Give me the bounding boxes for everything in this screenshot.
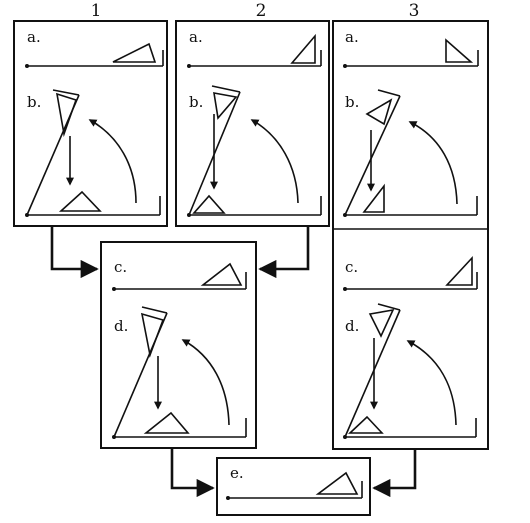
triangle-block: [368, 308, 395, 338]
triangle-block: [55, 92, 78, 138]
rotation-arrow: [250, 119, 299, 204]
step-label-b: b.: [189, 93, 203, 111]
center-panel: c. d.: [100, 241, 257, 449]
result-panel: e.: [216, 457, 371, 516]
column-label-2: 2: [256, 1, 267, 21]
rotation-arrow: [181, 339, 230, 426]
triangle-block: [112, 42, 157, 63]
step-label-c: c.: [114, 258, 127, 276]
connector-arrow-col1-to-center: [50, 226, 99, 279]
connector-arrow-col2-to-center: [258, 226, 310, 279]
step-label-d: d.: [345, 317, 359, 335]
triangle-block: [315, 471, 359, 495]
triangle-block: [290, 33, 316, 64]
triangle-block: [347, 415, 384, 434]
connector-arrow-col3-to-result: [372, 449, 417, 498]
rotation-arrow: [88, 119, 137, 204]
triangle-block: [200, 262, 243, 286]
column-3-panel: a. b. c. d.: [332, 20, 489, 450]
triangle-block: [192, 194, 226, 214]
step-label-e: e.: [230, 464, 244, 482]
rotation-arrow: [406, 340, 457, 426]
step-label-d: d.: [114, 317, 128, 335]
step-label-c: c.: [345, 258, 358, 276]
column-1-panel: a. b.: [13, 20, 168, 227]
step-label-a: a.: [345, 28, 359, 46]
step-label-b: b.: [345, 93, 359, 111]
triangle-block: [445, 38, 474, 63]
column-2-panel: a. b.: [175, 20, 330, 227]
triangle-block: [362, 183, 385, 213]
triangle-block: [140, 312, 165, 358]
step-label-a: a.: [189, 28, 203, 46]
triangle-block: [365, 98, 393, 126]
triangle-block: [213, 92, 238, 120]
rotation-arrow: [408, 121, 458, 205]
connector-arrow-center-to-result: [170, 448, 215, 498]
column-label-1: 1: [91, 1, 102, 21]
column-label-3: 3: [409, 1, 420, 21]
triangle-block: [58, 190, 102, 212]
triangle-block: [143, 411, 190, 434]
triangle-block: [445, 255, 473, 286]
step-label-b: b.: [27, 93, 41, 111]
incline-line: [344, 95, 401, 216]
incline-line: [344, 309, 401, 438]
step-label-a: a.: [27, 28, 41, 46]
